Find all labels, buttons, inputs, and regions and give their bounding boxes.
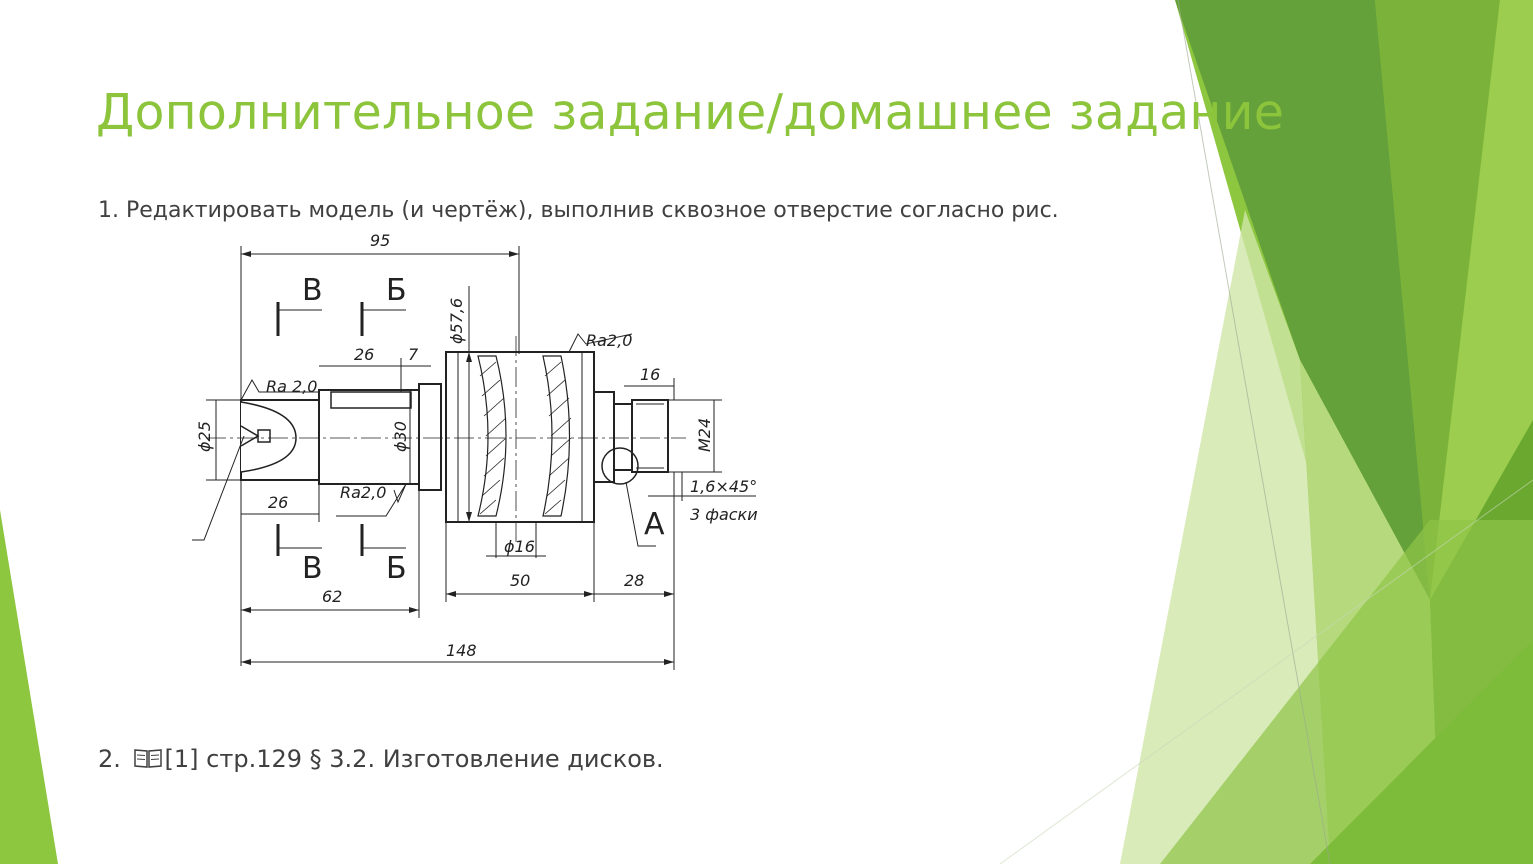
book-icon xyxy=(133,749,162,768)
dim-16-bottom: ϕ16 xyxy=(504,537,535,556)
list-item: 1. Редактировать модель (и чертёж), выпо… xyxy=(98,198,1059,223)
dim-26-bottom: 26 xyxy=(268,493,288,512)
dim-50: 50 xyxy=(510,571,530,590)
item-text: Редактировать модель (и чертёж), выполни… xyxy=(126,198,1059,223)
dim-25: ϕ25 xyxy=(195,421,214,452)
item-number: 2. xyxy=(98,745,121,773)
dim-m24: M24 xyxy=(695,418,714,452)
technical-drawing: 95 26 7 ϕ57,6 Ra2,0 Ra 2,0 ϕ25 ϕ30 16 M2… xyxy=(192,231,758,670)
dim-30: ϕ30 xyxy=(391,421,410,452)
dim-28: 28 xyxy=(624,571,644,590)
item-text: [1] стр.129 § 3.2. Изготовление дисков. xyxy=(164,745,664,773)
dim-95: 95 xyxy=(370,231,390,250)
roughness-top: Ra2,0 xyxy=(586,331,632,350)
slide-title: Дополнительное задание/домашнее задание xyxy=(96,84,1285,141)
dim-148: 148 xyxy=(446,641,477,660)
list-item: 2. [1] стр.129 § 3.2. Изготовление диско… xyxy=(98,745,664,773)
roughness-left: Ra 2,0 xyxy=(266,377,317,396)
section-label-b-top: Б xyxy=(386,273,407,308)
chamfer-size: 1,6×45° xyxy=(690,477,757,496)
item-number: 1. xyxy=(98,198,119,223)
section-label-b-bottom: Б xyxy=(386,551,407,586)
dim-7: 7 xyxy=(408,345,419,364)
dim-16-top: 16 xyxy=(640,365,660,384)
dim-57-6: ϕ57,6 xyxy=(447,298,466,344)
dim-26-top: 26 xyxy=(354,345,374,364)
section-label-v-bottom: В xyxy=(302,551,323,586)
chamfer-count: 3 фаски xyxy=(690,505,758,524)
section-label-a: А xyxy=(644,507,665,542)
section-label-v-top: В xyxy=(302,273,323,308)
roughness-bottom: Ra2,0 xyxy=(340,483,386,502)
dim-62: 62 xyxy=(322,587,342,606)
